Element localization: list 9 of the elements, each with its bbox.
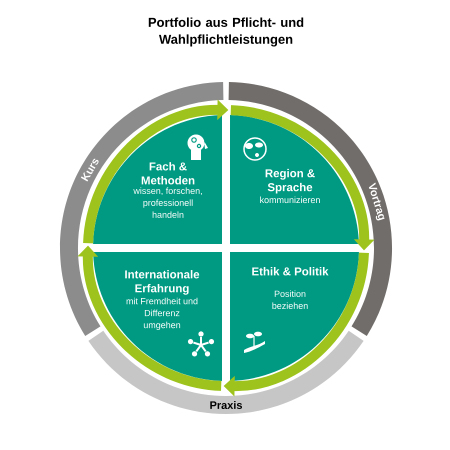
band-label: Praxis [210,400,242,410]
title: Portfolio aus Pflicht- und Wahlpflichtleistungen [148,17,304,47]
quadrant: Region & Sprache kommunizieren [230,115,359,244]
ring-segment [60,82,224,336]
quadrant: Internationale Erfahrung mit Fremdheit und Differenz umgehen [93,252,222,381]
quadrant: Ethik & Politik Position beziehen [230,252,359,381]
band-label: Vortrag [368,182,385,220]
ring-segment [228,82,392,336]
ring-segment [88,330,364,414]
